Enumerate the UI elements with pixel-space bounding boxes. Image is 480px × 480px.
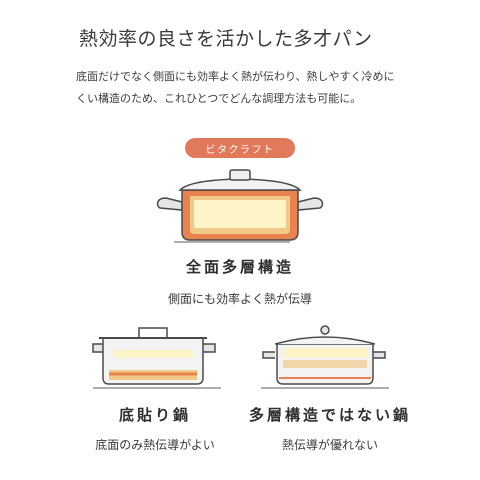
full-multilayer-heading: 全面多層構造 [185, 258, 294, 276]
description-line: 底面だけでなく側面にも効率よく熱が伝わり、熱しやすく冷めに [76, 70, 395, 83]
description-line: くい構造のため、これひとつでどんな調理方法も可能に。 [76, 92, 362, 105]
description: 底面だけでなく側面にも効率よく熱が伝わり、熱しやすく冷めに くい構造のため、これ… [76, 66, 416, 110]
non-multilayer-caption: 熱伝導が優れない [281, 438, 378, 452]
page-title: 熱効率の良さを活かした多才パン [79, 28, 373, 50]
full-multilayer-pot-illustration [156, 169, 324, 243]
bottom-clad-heading: 底貼り鍋 [118, 406, 191, 424]
non-multilayer-heading: 多層構造ではない鍋 [248, 406, 411, 424]
full-multilayer-caption: 側面にも効率よく熱が伝導 [167, 292, 312, 306]
brand-badge: ビタクラフト [185, 138, 295, 158]
bottom-clad-caption: 底面のみ熱伝導がよい [95, 438, 215, 452]
non-multilayer-pot-illustration [261, 325, 389, 389]
bottom-clad-pot-illustration [92, 327, 221, 389]
